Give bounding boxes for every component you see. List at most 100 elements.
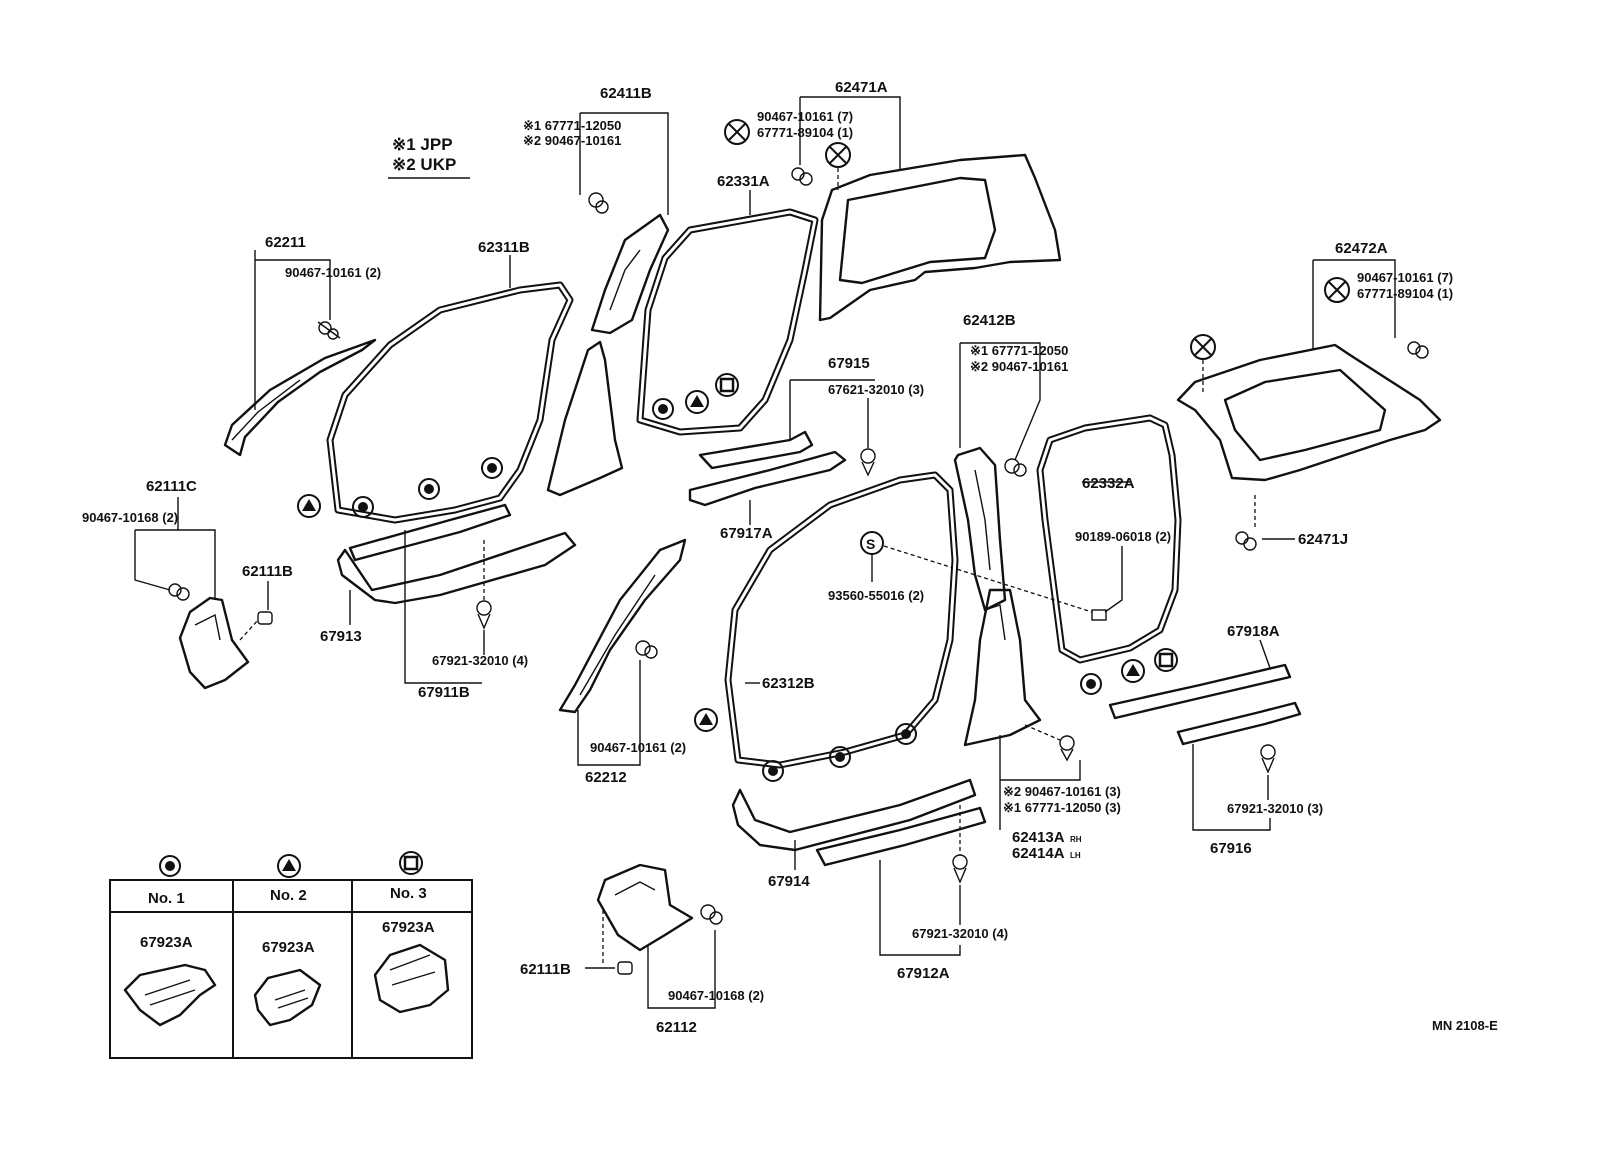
label-62471A: 62471A (835, 79, 888, 96)
marker-no2-icon (685, 390, 709, 414)
clip-62111C (168, 583, 190, 601)
svg-text:S: S (866, 536, 875, 552)
clip-no2-sketch (253, 968, 322, 1027)
legend-part-no3: 67923A (382, 919, 435, 936)
marker-no2-icon (297, 494, 321, 518)
clip-62472A (1407, 341, 1429, 359)
scuff-plate-67914 (731, 778, 977, 852)
label-93560: 93560-55016 (2) (828, 588, 924, 603)
legend-no3-icon (399, 851, 423, 875)
label-62472A: 62472A (1335, 240, 1388, 257)
center-pillar-garnish-62412B (953, 446, 1007, 612)
marker-no1-icon (762, 760, 784, 782)
label-67915: 67915 (828, 355, 870, 372)
scuff-plate-67916 (1176, 701, 1302, 746)
label-67921-4b: 67921-32010 (4) (912, 926, 1008, 941)
marker-no1-icon (895, 723, 917, 745)
label-62471A-b: 67771-89104 (1) (757, 125, 853, 140)
marker-x-icon (1190, 334, 1216, 360)
marker-x-icon (1324, 277, 1350, 303)
leader-62412B-clip (960, 342, 1041, 461)
leader-62411B (580, 112, 669, 215)
clip-62211 (317, 321, 341, 340)
center-pillar-lower (546, 340, 624, 497)
label-62412B: 62412B (963, 312, 1016, 329)
label-67912A: 67912A (897, 965, 950, 982)
label-62112: 62112 (656, 1019, 697, 1036)
leader-62211-clip (255, 259, 331, 320)
label-67921-4a: 67921-32010 (4) (432, 653, 528, 668)
kick-62112-detail (614, 881, 656, 896)
marker-no1-icon (352, 496, 374, 518)
label-67917A: 67917A (720, 525, 773, 542)
label-62413A: 62413A (1012, 829, 1065, 846)
legend-no1-icon (159, 855, 181, 877)
label-67916: 67916 (1210, 840, 1252, 857)
clip-62111B (257, 611, 273, 625)
clip-62413A (1059, 735, 1075, 762)
marker-no3-icon (715, 373, 739, 397)
center-pillar-garnish-62411B (590, 213, 670, 335)
legend-col-no3: No. 3 (390, 885, 427, 902)
center-pillar-lower-62413A (963, 588, 1042, 747)
label-90467-2: 90467-10161 (2) (590, 740, 686, 755)
marker-no2-icon (1121, 659, 1145, 683)
label-90467-10168: 90467-10168 (2) (668, 988, 764, 1003)
leader-67918A (1259, 639, 1271, 669)
legend-no2-icon (277, 854, 301, 878)
leader-62111C-clip (134, 530, 171, 591)
marker-screw-s-icon: S (860, 531, 884, 555)
legend-part-no2: 67923A (262, 939, 315, 956)
pillar-edge-2 (974, 469, 991, 571)
label-62414A: 62414A (1012, 845, 1065, 862)
label-90189: 90189-06018 (2) (1075, 529, 1171, 544)
label-62411B-b: ※2 90467-10161 (523, 133, 621, 148)
label-67921-3: 67921-32010 (3) (1227, 801, 1323, 816)
label-62331A: 62331A (717, 173, 770, 190)
clip-62412B (1004, 458, 1027, 477)
label-67621: 67621-32010 (3) (828, 382, 924, 397)
label-62411B: 62411B (600, 85, 652, 102)
roof-side-garnish-62211 (223, 338, 377, 457)
legend-part-no1: 67923A (140, 934, 193, 951)
pillar-212-edge (579, 574, 656, 696)
marker-no2-icon (694, 708, 718, 732)
label-62471A-a: 90467-10161 (7) (757, 109, 853, 124)
clip-90189 (1091, 609, 1107, 621)
dash-62413A (1024, 724, 1061, 741)
quarter-window (838, 176, 997, 285)
clip-67921-3 (1260, 744, 1276, 774)
leader-67916 (1192, 744, 1271, 831)
label-62111B: 62111B (242, 563, 293, 580)
clip-67921-b (952, 854, 968, 884)
legend-col-no2: No. 2 (270, 887, 307, 904)
label-62412B-b: ※2 90467-10161 (970, 359, 1068, 374)
kick-panel-62112 (596, 863, 694, 952)
label-62111B-2: 62111B (520, 961, 571, 978)
label-62311B: 62311B (478, 239, 530, 256)
scuff-plate-67917A (688, 450, 847, 507)
label-67918A: 67918A (1227, 623, 1280, 640)
marker-no1-icon (418, 478, 440, 500)
marker-no1-icon (652, 398, 674, 420)
label-62312B: 62312B (762, 675, 815, 692)
label-62111C: 62111C (146, 478, 197, 495)
clip-no1-sketch (123, 963, 217, 1027)
marker-no1-icon (829, 746, 851, 768)
kick-panel-62111C (178, 596, 250, 690)
dash-62111B (239, 619, 259, 641)
clip-62471J (1235, 531, 1257, 551)
leader-62112 (647, 930, 716, 1009)
label-62471J: 62471J (1298, 531, 1348, 548)
marker-x-icon (724, 119, 750, 145)
leader-67911B (404, 530, 482, 684)
marker-no3-icon (1154, 648, 1178, 672)
clip-67621 (860, 448, 876, 477)
pillar-garnish-62212 (558, 538, 687, 714)
pillar-edge (609, 249, 641, 311)
label-67913: 67913 (320, 628, 362, 645)
scuff-plate-67912A (815, 806, 987, 867)
scuff-plate-67911B (348, 503, 512, 562)
